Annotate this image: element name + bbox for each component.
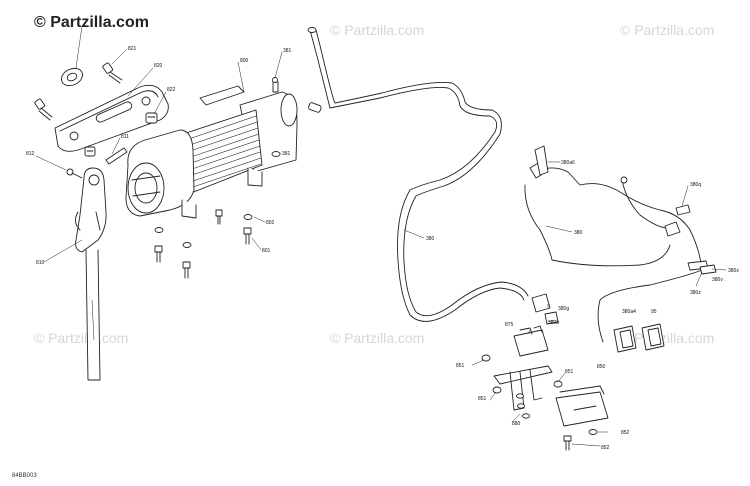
bolt[interactable] [243,227,252,245]
washer[interactable] [271,151,281,157]
callout-label: 852 [601,445,610,451]
washer[interactable] [522,413,530,419]
nut[interactable] [492,386,502,394]
bolt[interactable] [563,435,572,451]
watermark: © Partzilla.com [330,330,425,346]
nut[interactable] [481,354,491,362]
connector[interactable] [544,311,559,325]
callout-label: 801 [262,248,271,254]
contactor-relay[interactable] [513,325,549,357]
small-bolt[interactable] [272,77,279,93]
callout-label: 380q [690,182,701,188]
callout-label: 852 [621,430,630,436]
callout-labels: 821 820 822 800 381 811 812 381 802 801 … [26,46,739,451]
bolt[interactable] [182,261,191,279]
rocker-switch[interactable] [641,323,665,351]
mounting-bracket[interactable] [493,365,553,411]
nut[interactable] [84,146,96,157]
callout-label: 811 [121,134,129,140]
bolt[interactable] [102,62,123,84]
callout-label: 820 [154,63,163,69]
washer[interactable] [516,393,524,399]
nut[interactable] [553,380,563,388]
callout-label: 380a4 [622,309,636,315]
bolt[interactable] [215,209,223,225]
fairlead-plate[interactable] [54,84,169,152]
callout-label: 850 [597,364,606,370]
bolt[interactable] [154,245,163,263]
watermark: © Partzilla.com [34,330,129,346]
rocker-switch[interactable] [613,325,637,353]
callout-label: 380b [548,320,559,326]
watermark: © Partzilla.com [330,22,425,38]
leader-lines [35,25,727,447]
callout-label: 851 [456,363,465,369]
callout-label: 95 [651,309,657,315]
callout-label: 880 [512,421,521,427]
clevis-pin[interactable] [105,147,128,165]
washer[interactable] [517,403,525,409]
callout-label: 851 [478,396,487,402]
callout-label: 851 [565,369,574,375]
callout-label: 380v [712,277,723,283]
partzilla-logo[interactable]: © Partzilla.com [34,14,149,31]
washer[interactable] [182,242,192,248]
callout-label: 380a6 [561,160,575,166]
connector[interactable] [531,293,551,313]
callout-label: 875 [505,322,514,328]
callout-label: 380 [426,236,435,242]
washer[interactable] [154,227,164,233]
watermark: © Partzilla.com [620,22,715,38]
winch[interactable] [125,85,298,219]
callout-label: 812 [26,151,35,157]
callout-label: 822 [167,87,176,93]
callout-label: 802 [266,220,275,226]
rubber-washer[interactable] [59,65,86,89]
callout-label: 810 [36,260,45,266]
control-wiring-harness[interactable] [524,145,717,343]
nut[interactable] [145,112,158,124]
callout-label: 381 [283,48,292,54]
callout-label: 821 [128,46,137,52]
callout-label: 800 [240,58,249,64]
callout-label: 380x [728,268,739,274]
callout-label: 380z [690,290,701,296]
bolt[interactable] [34,98,53,121]
clip[interactable] [66,168,83,179]
control-module[interactable] [555,385,609,427]
callout-label: 380g [558,306,569,312]
diagram-reference-code: 84BB003 [12,473,37,479]
washer[interactable] [588,429,598,435]
callout-label: 381 [282,151,291,157]
callout-label: 380 [574,230,583,236]
winch-cable-hook[interactable] [75,167,107,381]
washer[interactable] [243,214,253,220]
winch-power-cable[interactable] [307,27,529,322]
